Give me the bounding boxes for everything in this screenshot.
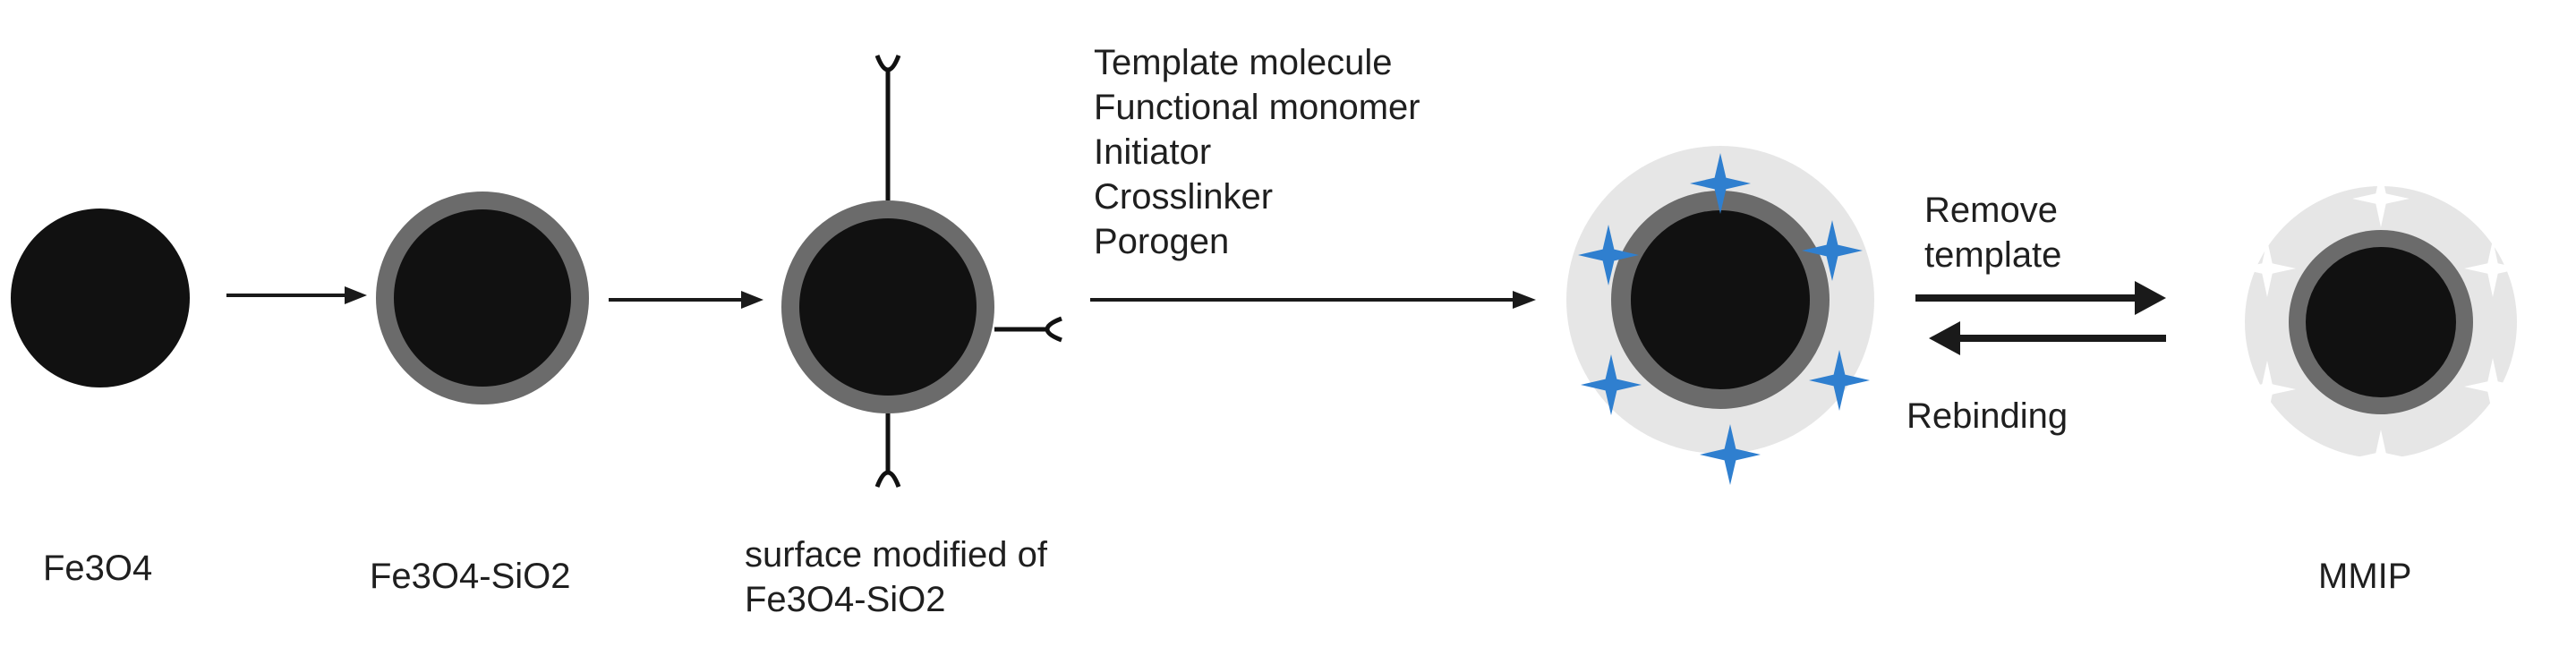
template-molecule-icon xyxy=(1690,153,1751,214)
imprinted-cavity-icon xyxy=(2352,430,2410,487)
polymerization-arrow xyxy=(1090,291,1536,309)
polymerization-arrow-head xyxy=(1513,291,1536,309)
magnetic-core xyxy=(799,218,977,396)
arrow-1 xyxy=(226,286,367,304)
rebinding-arrow-head xyxy=(1929,321,1960,355)
surface-modified-particle xyxy=(781,55,1062,488)
magnetic-core xyxy=(1631,210,1810,389)
magnetic-core xyxy=(11,209,190,387)
label-surface-modified-line-2: Fe3O4-SiO2 xyxy=(745,580,946,619)
template-molecule-icon xyxy=(1700,424,1761,485)
imprinted-cavity-icon xyxy=(2464,358,2521,415)
label-mmip: MMIP xyxy=(2318,557,2411,596)
remove-template-arrow-head xyxy=(2135,281,2166,315)
surface-ligand-top xyxy=(874,55,901,200)
template-molecule-icon xyxy=(1581,354,1642,415)
remove-template-label-line-2: template xyxy=(1924,235,2061,275)
arrow-2 xyxy=(609,291,763,309)
reagent-list: Template molecule Functional monomer Ini… xyxy=(1094,43,1420,261)
fe3o4-particle xyxy=(11,209,190,387)
imprinted-particle-with-template xyxy=(1566,146,1874,485)
reagent-template-molecule: Template molecule xyxy=(1094,43,1393,82)
rebinding-label: Rebinding xyxy=(1906,396,2068,436)
imprinted-cavity-icon xyxy=(2239,240,2296,297)
surface-ligand-bottom xyxy=(874,413,901,488)
remove-template-label-line-1: Remove xyxy=(1924,191,2058,230)
fe3o4-sio2-particle xyxy=(376,192,589,404)
imprinted-cavity-icon xyxy=(2352,170,2410,227)
imprinted-cavity-icon xyxy=(2239,361,2296,418)
template-molecules xyxy=(1578,153,1870,485)
mmip-particle xyxy=(2239,170,2521,487)
reagent-porogen: Porogen xyxy=(1094,222,1229,261)
template-molecule-icon xyxy=(1578,225,1639,285)
imprinted-cavity-icon xyxy=(2464,240,2521,297)
surface-ligand-right xyxy=(994,316,1062,343)
arrow-1-head xyxy=(345,286,367,304)
label-surface-modified-line-1: surface modified of xyxy=(745,535,1048,575)
magnetic-core xyxy=(2306,247,2456,397)
arrow-2-head xyxy=(741,291,763,309)
label-fe3o4-sio2: Fe3O4-SiO2 xyxy=(370,557,571,596)
magnetic-core xyxy=(394,209,571,387)
template-molecule-icon xyxy=(1809,350,1870,411)
reagent-functional-monomer: Functional monomer xyxy=(1094,88,1420,127)
reagent-initiator: Initiator xyxy=(1094,132,1211,172)
imprinted-cavities xyxy=(2239,170,2521,487)
template-molecule-icon xyxy=(1802,220,1863,281)
reagent-crosslinker: Crosslinker xyxy=(1094,177,1273,217)
reversible-arrows xyxy=(1915,281,2166,355)
label-fe3o4: Fe3O4 xyxy=(43,549,152,588)
